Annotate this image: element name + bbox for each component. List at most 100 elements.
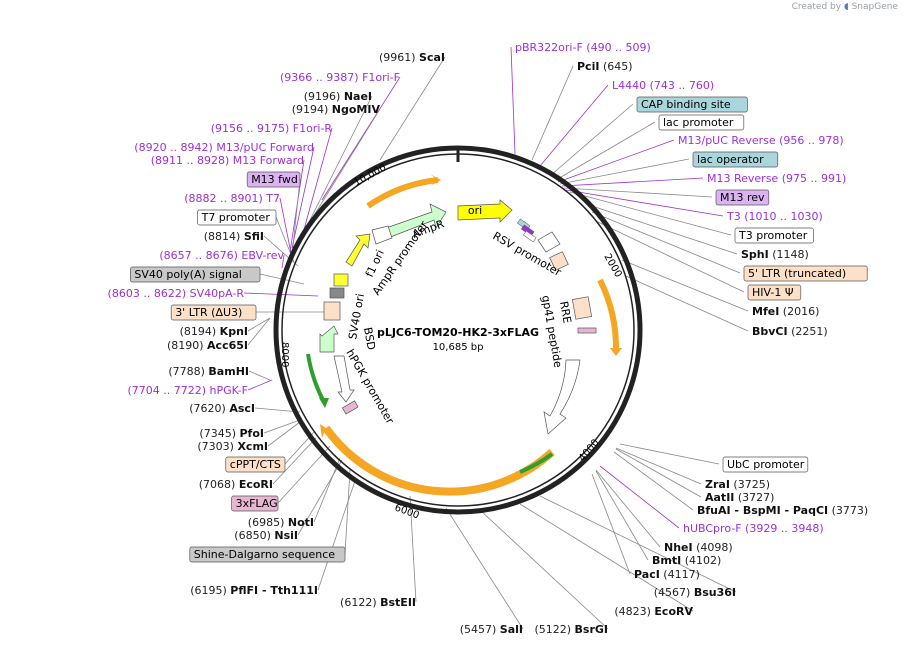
leader-line bbox=[519, 503, 694, 612]
feature-label-left-12[interactable]: SV40 poly(A) signal bbox=[130, 266, 261, 283]
feature-label-right-13[interactable]: HIV-1 Ψ bbox=[747, 284, 802, 301]
site-label-left-25[interactable]: (6985) NotI bbox=[248, 516, 314, 529]
green-arc-bottom bbox=[519, 452, 554, 474]
site-label-left-15[interactable]: (8194) KpnI bbox=[180, 325, 248, 338]
site-label-right-19[interactable]: BfuAI - BspMI - PaqCI (3773) bbox=[697, 504, 868, 517]
site-label-right-18[interactable]: AatII (3727) bbox=[705, 491, 774, 504]
ltr5-feature[interactable] bbox=[549, 251, 569, 271]
site-label-left-29[interactable]: (6122) BstEII bbox=[340, 596, 416, 609]
label-coord: (1010 .. 1030) bbox=[741, 210, 823, 223]
primer-label-right-7[interactable]: M13 Reverse (975 .. 991) bbox=[707, 172, 846, 185]
primer-label-right-9[interactable]: T3 (1010 .. 1030) bbox=[726, 210, 823, 223]
site-label-left-23[interactable]: (7068) EcoRI bbox=[199, 478, 273, 491]
plasmid-length: 10,685 bp bbox=[433, 342, 484, 353]
label-coord: (4098) bbox=[693, 541, 733, 554]
site-label-right-15[interactable]: BbvCI (2251) bbox=[752, 325, 828, 338]
feature-label-left-9[interactable]: T7 promoter bbox=[197, 209, 277, 226]
site-label-left-0[interactable]: (9961) ScaI bbox=[379, 51, 445, 64]
rsv-promoter-feature[interactable] bbox=[537, 231, 561, 253]
site-label-left-10[interactable]: (8814) SfiI bbox=[204, 230, 264, 243]
leader-line bbox=[321, 76, 401, 201]
site-label-right-14[interactable]: MfeI (2016) bbox=[752, 305, 819, 318]
site-label-right-23[interactable]: PacI (4117) bbox=[634, 568, 700, 581]
label-text: BfuAI - BspMI - PaqCI (3773) bbox=[697, 504, 868, 517]
feature-label-left-7[interactable]: M13 fwd bbox=[246, 171, 301, 188]
label-text: (8190) Acc65I bbox=[167, 339, 248, 352]
label-coord: (4823) bbox=[614, 605, 654, 618]
site-label-right-21[interactable]: NheI (4098) bbox=[664, 541, 733, 554]
feature-label-right-3[interactable]: CAP binding site bbox=[636, 96, 748, 113]
leader-line bbox=[267, 421, 301, 447]
primer-label-left-1[interactable]: (9366 .. 9387) F1ori-F bbox=[280, 71, 400, 84]
site-label-left-19[interactable]: (7620) AscI bbox=[189, 402, 255, 415]
leader-line bbox=[625, 275, 749, 332]
site-label-left-21[interactable]: (7303) XcmI bbox=[197, 440, 268, 453]
primer-label-right-20[interactable]: hUBCpro-F (3929 .. 3948) bbox=[683, 522, 824, 535]
primer-label-right-2[interactable]: L4440 (743 .. 760) bbox=[612, 79, 714, 92]
flag-feature[interactable] bbox=[341, 400, 359, 415]
label-name: NsiI bbox=[274, 529, 298, 542]
primer-label-right-0[interactable]: pBR322ori-F (490 .. 509) bbox=[515, 41, 651, 54]
leader-line bbox=[549, 103, 634, 177]
feature-label-left-22[interactable]: cPPT/CTS bbox=[225, 456, 286, 473]
feature-label-right-8[interactable]: M13 rev bbox=[715, 189, 770, 206]
primer-label-right-5[interactable]: M13/pUC Reverse (956 .. 978) bbox=[678, 134, 844, 147]
site-label-right-1[interactable]: PciI (645) bbox=[577, 60, 633, 73]
site-label-left-20[interactable]: (7345) PfoI bbox=[199, 427, 264, 440]
primer-label-left-8[interactable]: (8882 .. 8901) T7 bbox=[184, 192, 280, 205]
sv40-polya-feature[interactable] bbox=[329, 287, 345, 299]
site-label-left-3[interactable]: (9194) NgoMIV bbox=[292, 103, 381, 116]
feature-label-left-14[interactable]: 3' LTR (ΔU3) bbox=[170, 304, 257, 321]
ampr-feature[interactable] bbox=[385, 203, 447, 239]
f1-ori-feature[interactable] bbox=[345, 233, 371, 267]
site-label-right-22[interactable]: BmtI (4102) bbox=[652, 554, 721, 567]
feature-label-right-16[interactable]: UbC promoter bbox=[722, 456, 809, 473]
label-name: M13/pUC Forward bbox=[216, 141, 314, 154]
site-label-left-16[interactable]: (8190) Acc65I bbox=[167, 339, 248, 352]
feature-box bbox=[170, 304, 257, 321]
label-text: (7068) EcoRI bbox=[199, 478, 273, 491]
label-coord: (7345) bbox=[199, 427, 239, 440]
primer-label-left-5[interactable]: (8920 .. 8942) M13/pUC Forward bbox=[134, 141, 314, 154]
rre-feature[interactable] bbox=[571, 296, 593, 320]
primer-label-left-6[interactable]: (8911 .. 8928) M13 Forward bbox=[151, 154, 304, 167]
site-label-left-17[interactable]: (7788) BamHI bbox=[168, 365, 249, 378]
feature-label-right-6[interactable]: lac operator bbox=[692, 151, 779, 168]
gp41-feature[interactable] bbox=[577, 327, 597, 334]
feature-label-left-27[interactable]: Shine-Dalgarno sequence bbox=[189, 546, 346, 563]
label-coord: (8603 .. 8622) bbox=[108, 287, 190, 300]
site-label-left-31[interactable]: (5122) BsrGI bbox=[534, 623, 608, 636]
label-name: BsrGI bbox=[575, 623, 608, 636]
label-coord: (9194) bbox=[292, 103, 332, 116]
green-arc-left-head bbox=[319, 398, 329, 408]
feature-label-left-24[interactable]: 3xFLAG bbox=[231, 495, 279, 512]
site-label-right-11[interactable]: SphI (1148) bbox=[741, 248, 809, 261]
ampr-promoter-feature[interactable] bbox=[371, 225, 393, 245]
feature-box bbox=[189, 546, 346, 563]
site-label-left-33[interactable]: (4567) Bsu36I bbox=[654, 586, 736, 599]
feature-label-right-4[interactable]: lac promoter bbox=[658, 114, 745, 131]
sv40-ori-feature[interactable] bbox=[333, 273, 349, 287]
site-label-left-32[interactable]: (4823) EcoRV bbox=[614, 605, 693, 618]
ltr3-feature[interactable] bbox=[323, 301, 341, 321]
feature-box bbox=[231, 495, 279, 512]
ori-feature[interactable] bbox=[457, 199, 513, 223]
site-label-left-26[interactable]: (6850) NsiI bbox=[234, 529, 298, 542]
site-label-left-28[interactable]: (6195) PflFI - Tth111I bbox=[190, 584, 318, 597]
site-label-right-17[interactable]: ZraI (3725) bbox=[705, 478, 770, 491]
label-coord: (8920 .. 8942) bbox=[134, 141, 216, 154]
ubc-promoter-feature[interactable] bbox=[543, 359, 581, 435]
label-text: BmtI (4102) bbox=[652, 554, 721, 567]
hpgk-promoter-feature[interactable] bbox=[333, 355, 355, 403]
primer-label-left-18[interactable]: (7704 .. 7722) hPGK-F bbox=[127, 384, 248, 397]
bsd-feature[interactable] bbox=[319, 325, 339, 353]
site-label-left-2[interactable]: (9196) NaeI bbox=[304, 90, 372, 103]
label-text: (6985) NotI bbox=[248, 516, 314, 529]
primer-label-left-13[interactable]: (8603 .. 8622) SV40pA-R bbox=[108, 287, 245, 300]
feature-box-text: T7 promoter bbox=[201, 211, 271, 224]
primer-label-left-11[interactable]: (8657 .. 8676) EBV-rev bbox=[159, 249, 284, 262]
feature-label-right-10[interactable]: T3 promoter bbox=[734, 227, 814, 244]
primer-label-left-4[interactable]: (9156 .. 9175) F1ori-R bbox=[211, 122, 333, 135]
site-label-left-30[interactable]: (5457) SalI bbox=[460, 623, 523, 636]
feature-label-right-12[interactable]: 5' LTR (truncated) bbox=[743, 265, 868, 282]
